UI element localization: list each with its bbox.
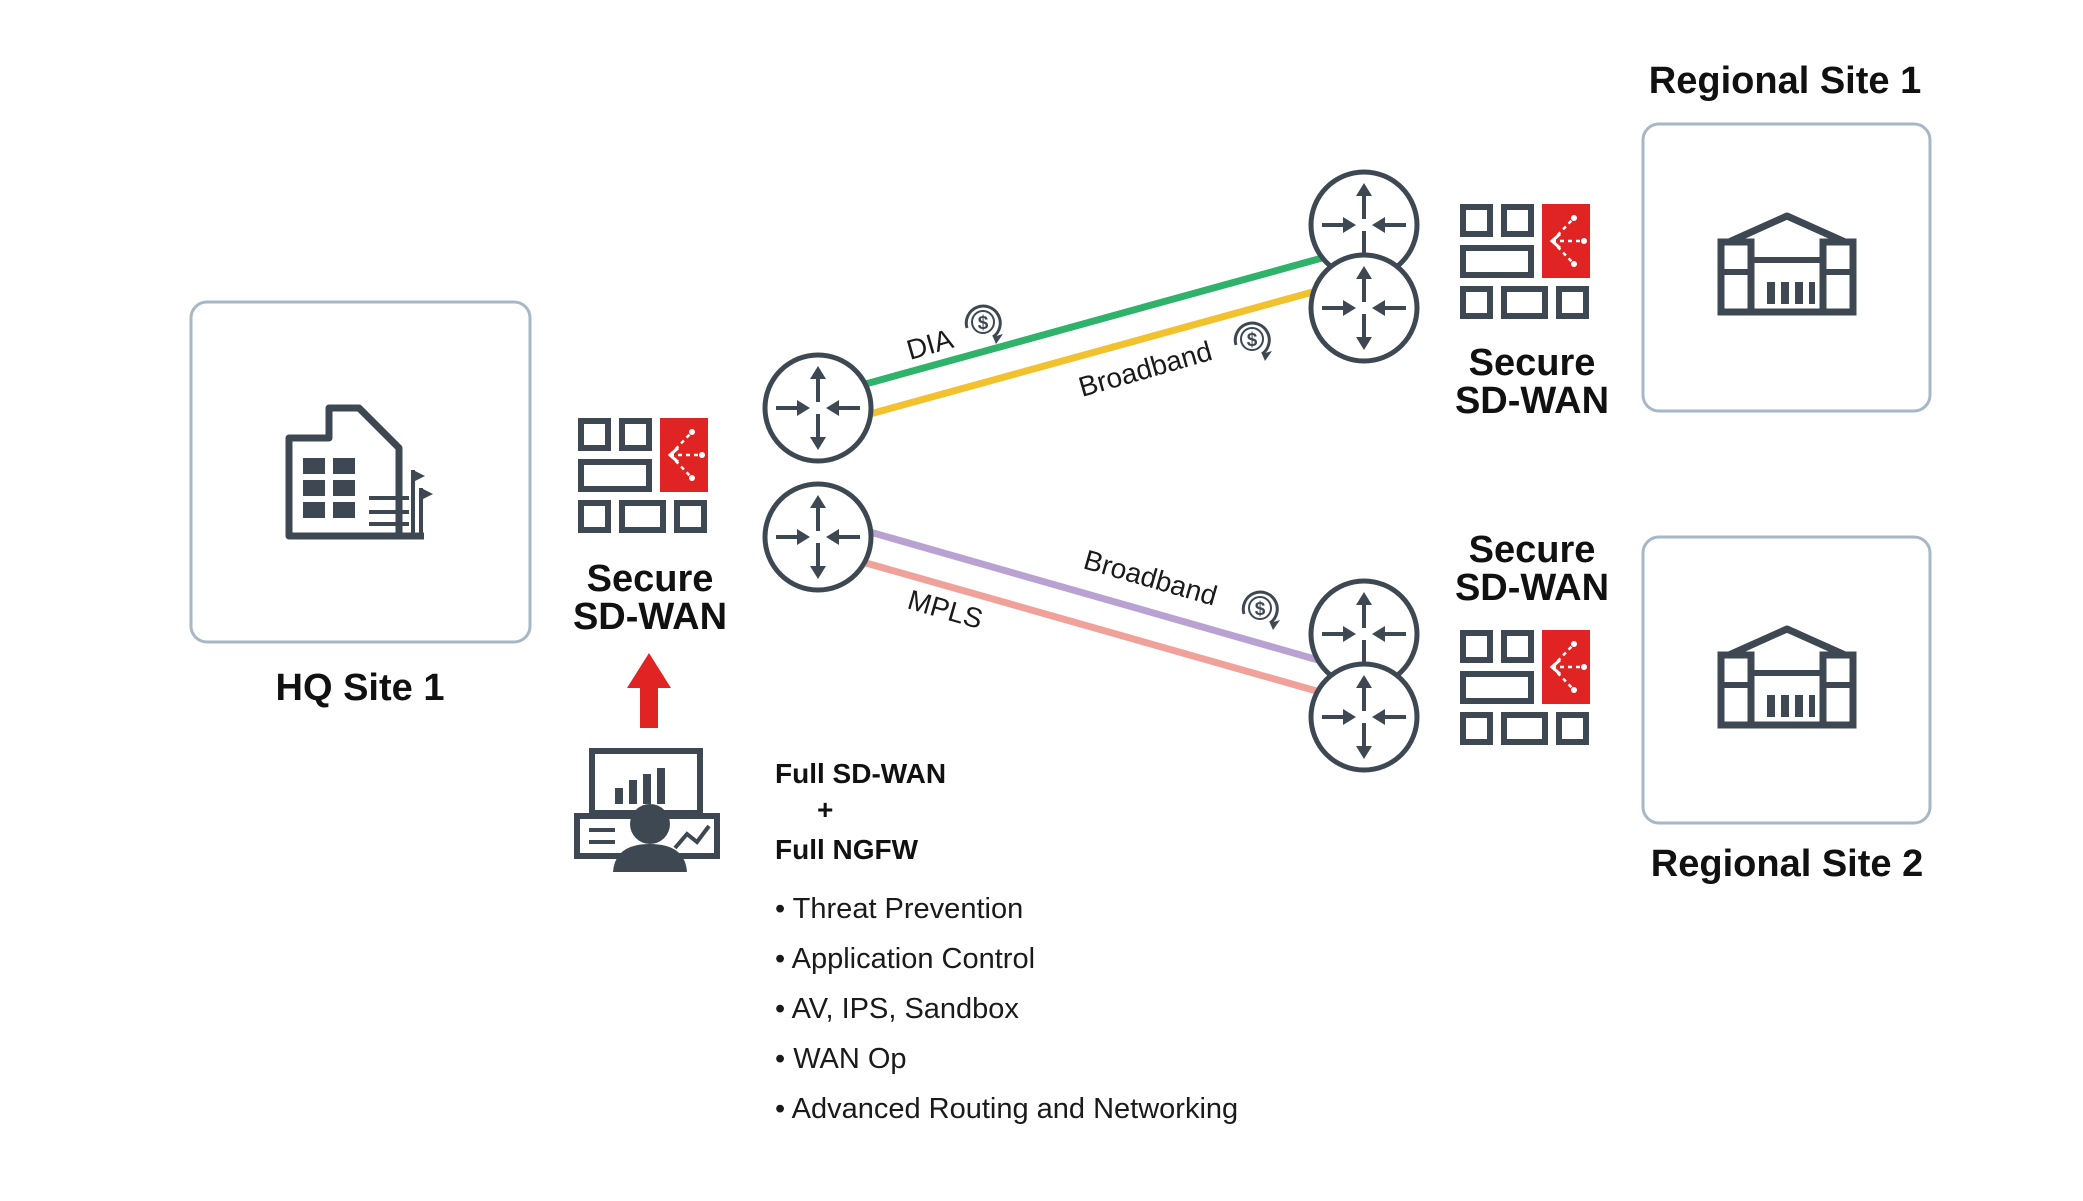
firewall-icon <box>1463 630 1590 742</box>
hq-sdwan-line1: Secure <box>587 558 714 600</box>
feature-heading-2: Full NGFW <box>775 834 919 865</box>
regional-site-1-box <box>1641 122 1932 413</box>
up-arrow-icon <box>627 653 671 728</box>
dollar-sync-icon <box>1233 321 1274 363</box>
feature-item: • Advanced Routing and Networking <box>775 1093 1238 1125</box>
hq-sdwan: Secure SD-WAN <box>573 418 727 638</box>
router-icon <box>1311 664 1417 770</box>
feature-heading-1: Full SD-WAN <box>775 758 946 789</box>
feature-item: • Threat Prevention <box>775 893 1023 925</box>
hq-site-label: HQ Site 1 <box>276 667 445 709</box>
regional-site-2-box <box>1641 535 1932 825</box>
feature-item: • Application Control <box>775 943 1035 975</box>
broadband-top-label: Broadband <box>1075 335 1215 403</box>
router-icon <box>1311 255 1417 361</box>
hq-site-box <box>189 300 532 644</box>
admin-console-icon <box>574 748 720 872</box>
hq-sdwan-line2: SD-WAN <box>573 596 727 638</box>
regional-sdwan-2-line1: Secure <box>1469 529 1596 571</box>
feature-item: • AV, IPS, Sandbox <box>775 993 1019 1025</box>
mpls-link <box>865 559 1321 696</box>
feature-list: Full SD-WAN + Full NGFW • Threat Prevent… <box>775 758 1238 1125</box>
regional-site-2-label: Regional Site 2 <box>1651 843 1923 885</box>
firewall-icon <box>1463 204 1590 316</box>
broadband-top-link <box>869 286 1321 418</box>
regional-sdwan-2-line2: SD-WAN <box>1455 567 1609 609</box>
dia-link <box>861 254 1323 389</box>
regional-site-2: Regional Site 2 <box>1641 535 1932 885</box>
broadband-bottom-link <box>869 528 1319 664</box>
regional-sdwan-1-line1: Secure <box>1469 342 1596 384</box>
router-icon <box>765 355 871 461</box>
regional-site-1-label: Regional Site 1 <box>1649 60 1921 102</box>
firewall-icon <box>581 418 708 530</box>
dollar-sync-icon <box>964 304 1005 346</box>
regional-sdwan-2: Secure SD-WAN <box>1455 529 1609 742</box>
regional-sdwan-1-line2: SD-WAN <box>1455 380 1609 422</box>
feature-item: • WAN Op <box>775 1043 907 1075</box>
dollar-sync-icon <box>1241 590 1282 632</box>
links <box>861 254 1323 696</box>
feature-plus: + <box>817 794 833 825</box>
building-icon <box>285 404 433 540</box>
hq-site: HQ Site 1 <box>189 300 532 709</box>
router-icon <box>765 484 871 590</box>
regional-site-1: Regional Site 1 <box>1641 60 1932 413</box>
regional-sdwan-1: Secure SD-WAN <box>1455 204 1609 422</box>
